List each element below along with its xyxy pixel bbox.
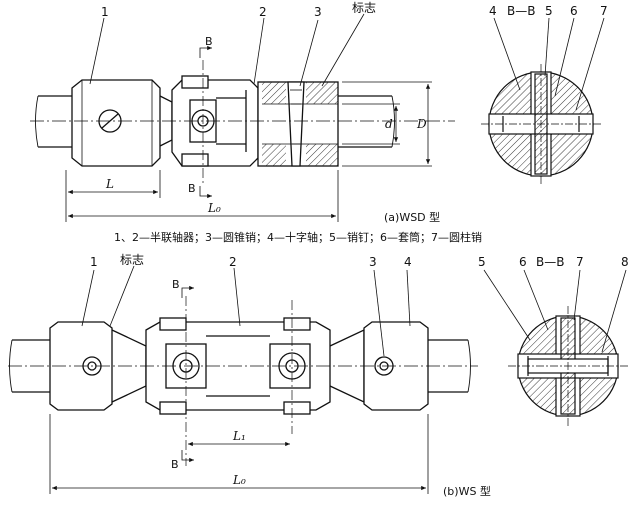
wsd-section-view: [481, 64, 601, 184]
wsd-dim-d: d: [385, 117, 393, 131]
wsd-cut-bottom: B: [188, 182, 196, 195]
ws-caption: (b)WS 型: [443, 484, 491, 498]
wsd-left-shaft: [38, 95, 72, 148]
ws-callout-3: 3: [369, 255, 377, 269]
ws-half-coupling-4: [363, 321, 429, 411]
wsd-dim-L: L: [105, 177, 114, 191]
wsd-parts-legend: 1、2—半联轴器；3—圆锥销；4—十字轴；5—销钉；6—套筒；7—圆柱销: [114, 230, 482, 244]
wsd-section-callout-7: 7: [600, 4, 608, 18]
ws-section-callout-6: 6: [519, 255, 527, 269]
wsd-section-callout-6: 6: [570, 4, 578, 18]
wsd-dim-L0: L₀: [207, 201, 221, 215]
ws-section-view: [508, 306, 628, 426]
ws-dim-L0: L₀: [232, 473, 246, 487]
wsd-mark-label: 标志: [352, 1, 376, 15]
ws-callout-2: 2: [229, 255, 237, 269]
wsd-dim-D: D: [416, 117, 427, 131]
wsd-taper-pin: [287, 81, 305, 167]
wsd-section-label: B—B: [507, 4, 535, 18]
ws-cut-top: B: [172, 278, 180, 291]
ws-callout-4: 4: [404, 255, 412, 269]
ws-section-label: B—B: [536, 255, 564, 269]
ws-callout-1: 1: [90, 255, 98, 269]
wsd-section-callout-4: 4: [489, 4, 497, 18]
ws-section-callout-7: 7: [576, 255, 584, 269]
ws-mark-label: 标志: [120, 253, 144, 267]
ws-cut-bottom: B: [171, 458, 179, 471]
ws-dim-L1: L₁: [232, 429, 246, 443]
wsd-section-callout-5: 5: [545, 4, 553, 18]
wsd-cut-top: B: [205, 35, 213, 48]
wsd-callout-2: 2: [259, 5, 267, 19]
ws-section-callout-5: 5: [478, 255, 486, 269]
wsd-caption: (a)WSD 型: [384, 210, 440, 224]
wsd-callout-1: 1: [101, 5, 109, 19]
ws-section-callout-8: 8: [621, 255, 629, 269]
wsd-right-shaft: [338, 95, 392, 148]
wsd-half-coupling-1: [71, 79, 161, 167]
wsd-callout-3: 3: [314, 5, 322, 19]
ws-left-shaft: [12, 339, 50, 393]
